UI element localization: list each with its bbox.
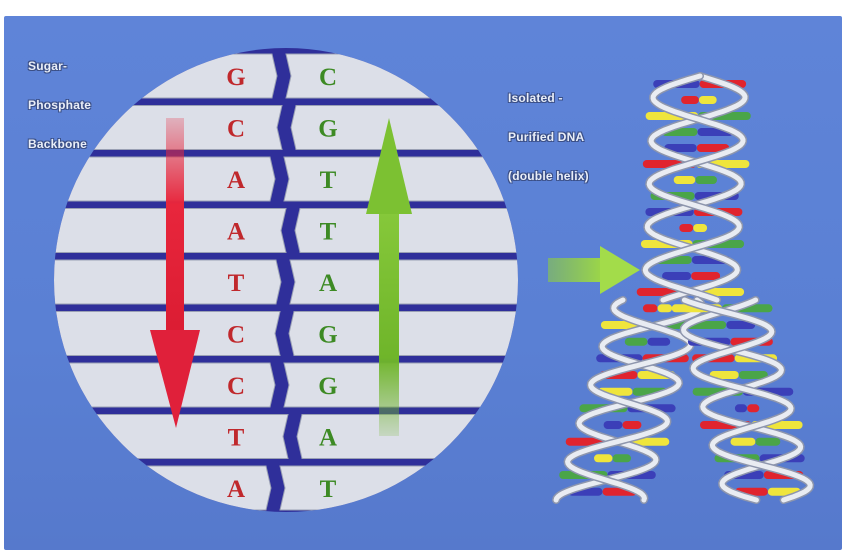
- helix-rung: [695, 176, 717, 184]
- left-base-letter: T: [228, 270, 245, 297]
- left-base-letter: A: [227, 219, 245, 246]
- helix-rung: [622, 421, 642, 429]
- isolated-purified-dna-label: Isolated - Purified DNA (double helix): [508, 91, 589, 183]
- helix-rung: [747, 404, 760, 413]
- right-base-letter: G: [318, 322, 337, 349]
- helix-rung: [730, 437, 756, 446]
- helix-rung: [673, 176, 696, 184]
- left-base-letter: C: [227, 373, 245, 400]
- right-base-letter: T: [320, 219, 337, 246]
- helix-rung: [594, 454, 613, 463]
- helix-backbone: [642, 73, 746, 303]
- green-right-arrow-icon: [548, 246, 640, 294]
- right-base-letter: A: [319, 425, 337, 452]
- helix-backbone: [553, 297, 705, 503]
- sugar-phosphate-backbone-label: Sugar- Phosphate Backbone: [28, 59, 92, 151]
- helix-rung: [642, 304, 658, 313]
- helix-backbone: [565, 297, 694, 503]
- helix-rung: [696, 144, 730, 152]
- helix-rung: [734, 404, 748, 413]
- right-base-letter: C: [319, 64, 337, 91]
- left-base-letter: A: [227, 167, 245, 194]
- right-base-letter: T: [320, 476, 337, 503]
- helix-rung: [624, 337, 648, 346]
- helix-rung: [698, 96, 717, 104]
- right-base-letter: T: [320, 167, 337, 194]
- helix-rung: [738, 371, 768, 379]
- left-base-plank: [54, 156, 276, 202]
- helix-rung: [664, 144, 697, 152]
- right-base-letter: G: [318, 116, 337, 143]
- left-base-plank: [54, 311, 281, 356]
- helix-rung: [755, 437, 781, 446]
- helix-rung: [697, 321, 727, 329]
- helix-rung: [657, 304, 673, 313]
- left-base-letter: C: [227, 116, 245, 143]
- left-base-plank: [54, 259, 282, 305]
- left-base-letter: C: [227, 322, 245, 349]
- helix-rung: [612, 454, 631, 463]
- right-base-letter: G: [318, 373, 337, 400]
- helix-rung: [693, 224, 708, 232]
- right-base-letter: A: [319, 270, 337, 297]
- green-up-arrow-icon: [366, 118, 412, 436]
- helix-rung: [691, 272, 721, 280]
- helix-rung: [679, 224, 694, 232]
- left-base-letter: T: [228, 425, 245, 452]
- helix-backbone: [644, 73, 748, 303]
- right-base-plank: [289, 259, 518, 305]
- helix-backbone: [681, 297, 813, 503]
- red-down-arrow-icon: [150, 118, 200, 428]
- left-base-plank: [54, 414, 289, 459]
- right-base-plank: [288, 311, 518, 356]
- helix-rung: [647, 337, 671, 346]
- left-base-letter: G: [226, 64, 245, 91]
- helix-rung: [681, 96, 699, 104]
- helix-rung: [709, 371, 739, 379]
- left-base-letter: A: [227, 476, 245, 503]
- double-helix: [552, 72, 815, 504]
- helix-rung: [726, 321, 756, 329]
- helix-rung: [662, 272, 692, 280]
- helix-rung: [603, 421, 623, 429]
- left-base-plank: [54, 208, 287, 253]
